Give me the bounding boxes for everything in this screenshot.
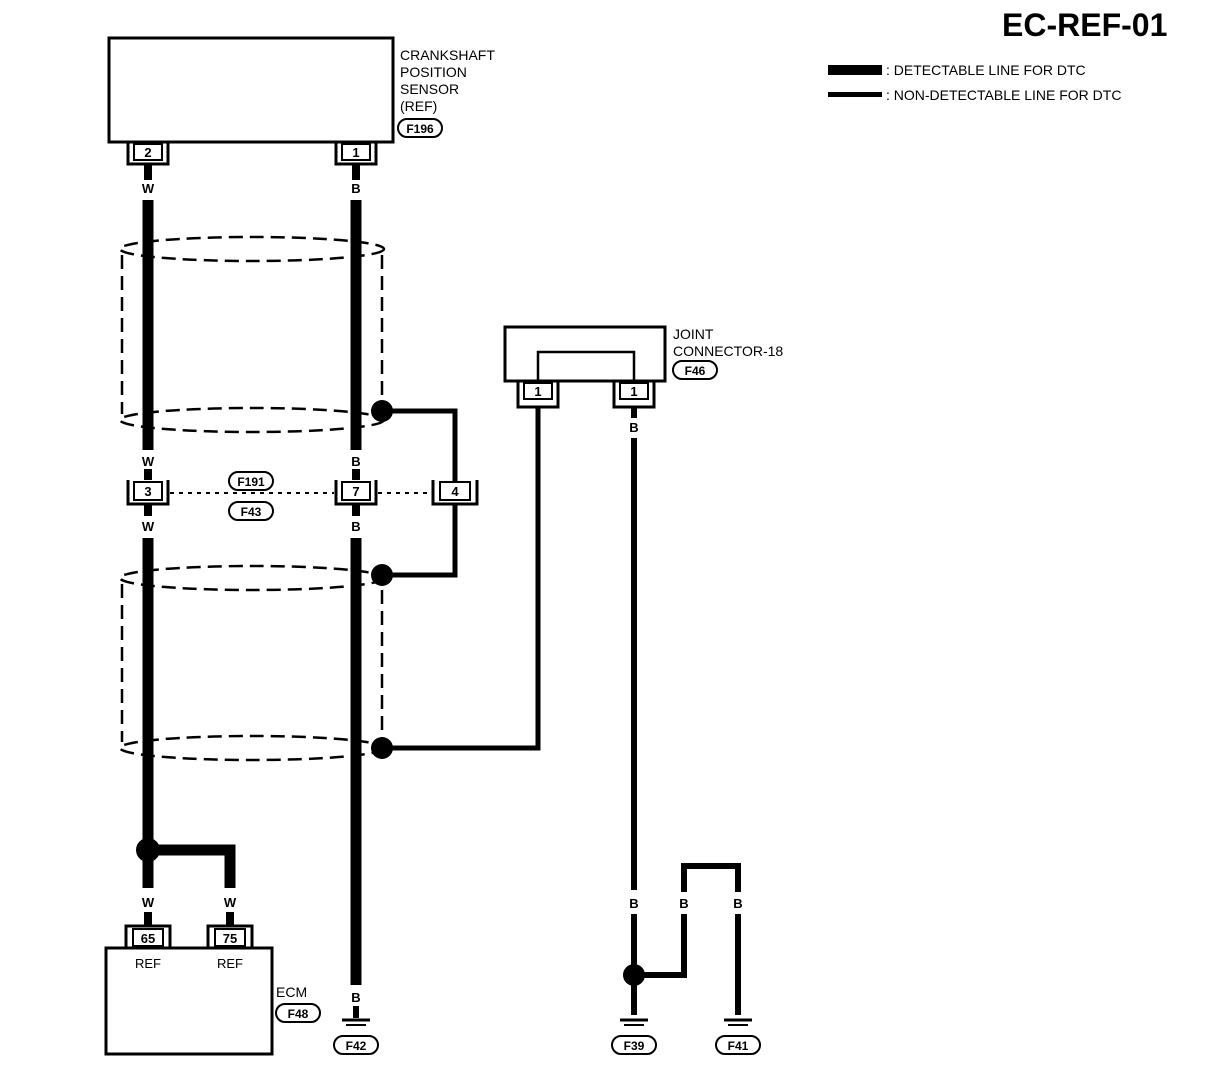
sensor-label-1: CRANKSHAFT: [400, 47, 495, 63]
wire-color-w-65: W: [142, 895, 155, 910]
inline-code-bottom-badge: [228, 501, 274, 521]
inline-pin-4: 4: [451, 484, 459, 499]
sensor-box: [107, 36, 395, 144]
diagram-id: EC-REF-01: [1002, 7, 1167, 43]
ecm-box: [104, 946, 274, 1056]
ground-f41-code: F41: [728, 1039, 749, 1053]
joint-connector-code: F46: [685, 364, 706, 378]
shield-upper: [118, 235, 386, 434]
inline-pin-3: 3: [144, 484, 151, 499]
wire-color-b-2: B: [351, 454, 360, 469]
joint-connector-badge: [672, 360, 718, 380]
wire-color-b-f41: B: [733, 896, 742, 911]
wire-color-b-joint-2: B: [629, 896, 638, 911]
wire-color-w-75: W: [224, 895, 237, 910]
wire-color-b-1: B: [351, 181, 360, 196]
ground-f42-code: F42: [346, 1039, 367, 1053]
sensor-pin-1-bracket: [334, 142, 378, 166]
ground-f41: F41: [715, 1018, 761, 1055]
wire-color-b-3: B: [351, 519, 360, 534]
sensor-label-4: (REF): [400, 98, 437, 114]
joint-internal-link: [536, 350, 636, 381]
ecm-label: ECM: [276, 984, 307, 1000]
ecm: 65 75 REF REF ECM F48: [104, 924, 321, 1056]
joint-label-2: CONNECTOR-18: [673, 343, 783, 359]
wire-color-b-joint: B: [629, 420, 638, 435]
wire-b-branch-top: [681, 863, 741, 892]
ecm-connector-code: F48: [288, 1007, 309, 1021]
wire-b-branch: [634, 914, 687, 978]
shield-lower: [118, 564, 386, 762]
crankshaft-sensor: CRANKSHAFT POSITION SENSOR (REF) F196 2 …: [107, 36, 495, 166]
ecm-pin-65: 65: [141, 931, 155, 946]
shield-lower-drain-top: [382, 505, 458, 578]
joint-label-1: JOINT: [673, 326, 714, 342]
sensor-label-2: POSITION: [400, 64, 467, 80]
legend-non-detectable-swatch: [828, 92, 882, 97]
wire-color-w-2: W: [142, 454, 155, 469]
sensor-pin-1-box: [341, 143, 371, 161]
sensor-pin-1: 1: [352, 145, 359, 160]
joint-pin-right: 1: [630, 384, 637, 399]
sensor-pin-2-bracket: [126, 142, 170, 166]
shield-upper-drain: [382, 408, 458, 485]
sensor-connector-code: F196: [406, 122, 434, 136]
legend-detectable-label: : DETECTABLE LINE FOR DTC: [886, 62, 1086, 78]
inline-code-top: F191: [237, 475, 265, 489]
inline-code-top-badge: [228, 471, 274, 491]
wire-w-to-75: [148, 844, 236, 888]
sensor-label-3: SENSOR: [400, 81, 459, 97]
inline-connector: 3 7 4 F191 F43: [126, 471, 479, 521]
legend-detectable-swatch: [828, 65, 882, 75]
wire-color-b-f42: B: [351, 990, 360, 1005]
ecm-pin-65-label: REF: [135, 956, 161, 971]
ecm-pin-75: 75: [223, 931, 237, 946]
sensor-pin-2: 2: [144, 145, 151, 160]
legend-non-detectable-label: : NON-DETECTABLE LINE FOR DTC: [886, 87, 1121, 103]
inline-pin-7: 7: [352, 484, 359, 499]
wire-color-w-3: W: [142, 519, 155, 534]
ground-f39-code: F39: [624, 1039, 645, 1053]
wire-color-w-1: W: [142, 181, 155, 196]
legend: : DETECTABLE LINE FOR DTC : NON-DETECTAB…: [828, 62, 1121, 103]
sensor-pin-2-box: [133, 143, 163, 161]
ground-f39: F39: [611, 1018, 657, 1055]
ecm-connector-badge: [275, 1003, 321, 1023]
joint-connector: JOINT CONNECTOR-18 F46 1 1: [503, 325, 783, 409]
joint-box: [503, 325, 667, 383]
shield-lower-to-joint: [382, 408, 541, 751]
ground-f42: F42: [333, 1018, 379, 1055]
sensor-connector-badge: [397, 118, 443, 138]
ecm-pin-75-label: REF: [217, 956, 243, 971]
wire-color-b-branch: B: [679, 896, 688, 911]
joint-pin-left: 1: [534, 384, 541, 399]
inline-code-bottom: F43: [241, 505, 262, 519]
